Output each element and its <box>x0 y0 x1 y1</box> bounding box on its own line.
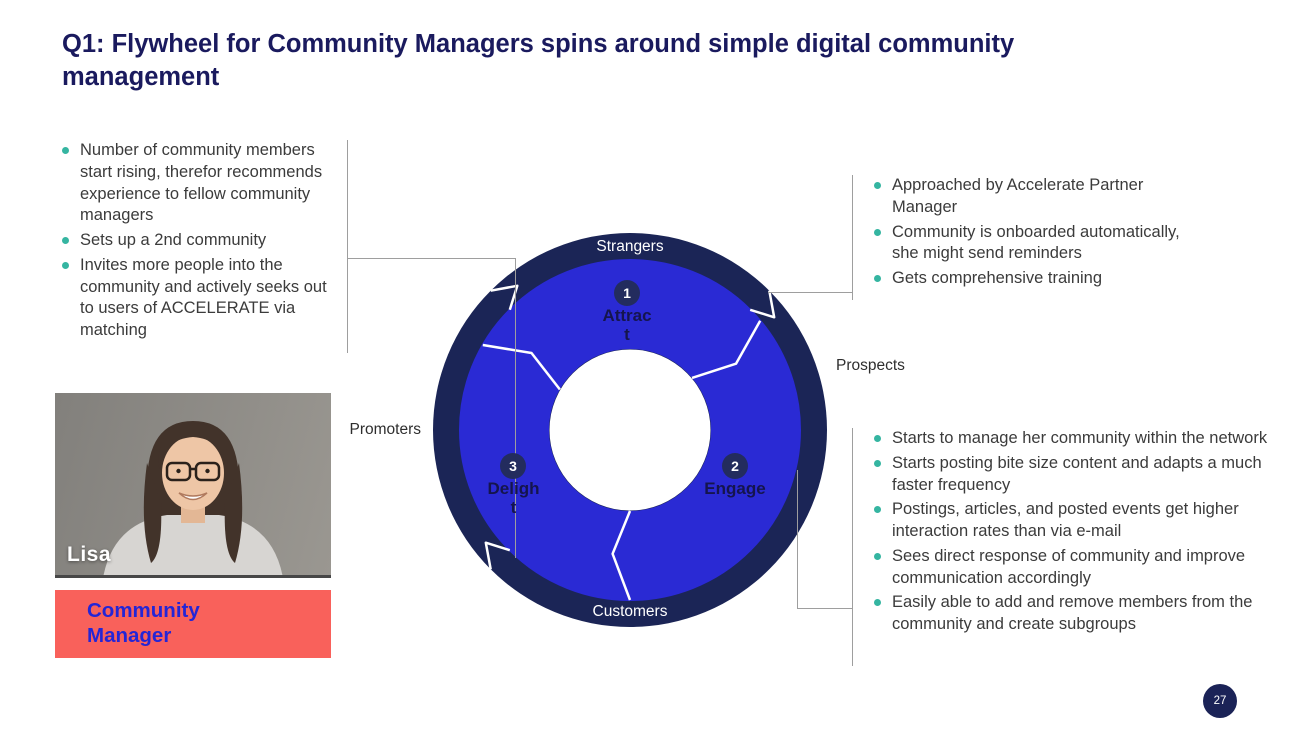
page-number-badge: 27 <box>1203 684 1237 718</box>
stage-number-badge: 3 <box>500 453 526 479</box>
connector-line <box>852 428 853 666</box>
bullet-dot-icon <box>874 459 881 467</box>
bullet-item: Gets comprehensive training <box>872 268 1182 290</box>
stage-label-attract: Attract <box>602 306 652 344</box>
bullet-dot-icon <box>874 182 881 189</box>
bullet-item: Number of community members start rising… <box>60 140 345 227</box>
bullet-text: Sets up a 2nd community <box>80 231 267 250</box>
ring-label-prospects: Prospects <box>836 357 905 374</box>
eye-shape <box>205 468 210 474</box>
connector-line <box>852 175 853 300</box>
bullet-item: Starts posting bite size content and ada… <box>872 453 1270 497</box>
flywheel-diagram <box>433 233 827 627</box>
persona-illustration <box>103 421 283 575</box>
connector-line <box>797 470 798 609</box>
bullet-dot-icon <box>62 147 69 154</box>
connector-line <box>347 140 348 353</box>
right-top-notes-list: Approached by Accelerate Partner Manager… <box>872 175 1182 293</box>
ring-label-promoters: Promoters <box>349 421 422 438</box>
ring-label-customers: Customers <box>592 603 668 620</box>
stage-label-delight: Delight <box>487 479 540 517</box>
glasses-icon <box>194 461 221 482</box>
stage-label-engage: Engage <box>704 479 766 498</box>
connector-line <box>347 258 515 259</box>
bullet-dot-icon <box>874 435 881 442</box>
bullet-item: Starts to manage her community within th… <box>872 428 1270 450</box>
persona-photo: Lisa <box>55 393 331 578</box>
bullet-text: Easily able to add and remove members fr… <box>892 593 1253 634</box>
hair-shape <box>158 423 228 469</box>
segment-divider <box>611 510 632 601</box>
connector-line <box>515 258 516 558</box>
segment-divider <box>482 343 561 391</box>
smile-shape <box>178 492 208 501</box>
glasses-icon <box>165 461 192 482</box>
rotation-chevron-icon <box>749 290 776 319</box>
left-notes-list: Number of community members start rising… <box>60 140 345 345</box>
bullet-item: Community is onboarded automatically, sh… <box>872 222 1182 266</box>
bullet-item: Approached by Accelerate Partner Manager <box>872 175 1182 219</box>
hair-shape <box>224 463 243 563</box>
role-label: Community Manager <box>87 599 200 647</box>
bullet-dot-icon <box>874 599 881 607</box>
eye-shape <box>176 468 181 474</box>
bullet-text: Postings, articles, and posted events ge… <box>892 500 1239 541</box>
bullet-item: Postings, articles, and posted events ge… <box>872 499 1270 543</box>
bullet-text: Approached by Accelerate Partner Manager <box>892 176 1144 216</box>
bullet-text: Community is onboarded automatically, sh… <box>892 222 1180 263</box>
sweater-shape <box>103 515 283 575</box>
hair-shape <box>143 463 162 563</box>
bullet-dot-icon <box>874 552 881 560</box>
bullet-dot-icon <box>874 275 881 283</box>
persona-name: Lisa <box>67 543 112 566</box>
connector-line <box>797 608 852 609</box>
bullet-text: Number of community members start rising… <box>80 141 323 225</box>
bullet-text: Sees direct response of community and im… <box>892 546 1246 587</box>
segment-divider <box>691 320 762 380</box>
connector-line <box>768 292 852 293</box>
rotation-chevron-icon <box>484 541 511 570</box>
stage-number-badge: 1 <box>614 280 640 306</box>
bullet-text: Starts to manage her community within th… <box>892 429 1268 447</box>
bullet-item: Sets up a 2nd community <box>60 230 345 252</box>
bullet-item: Sees direct response of community and im… <box>872 546 1270 590</box>
flywheel-center-hole <box>549 349 711 511</box>
right-bottom-notes-list: Starts to manage her community within th… <box>872 428 1270 639</box>
bullet-dot-icon <box>874 228 881 236</box>
slide-title: Q1: Flywheel for Community Managers spin… <box>62 30 1015 92</box>
rotation-chevron-icon <box>490 284 519 311</box>
stage-number-badge: 2 <box>722 453 748 479</box>
ring-label-strangers: Strangers <box>596 238 664 255</box>
bullet-dot-icon <box>62 237 69 245</box>
bullet-text: Starts posting bite size content and ada… <box>892 453 1262 494</box>
bullet-text: Gets comprehensive training <box>892 269 1103 288</box>
face-shape <box>162 436 224 510</box>
bullet-dot-icon <box>874 506 881 514</box>
role-box: Community Manager <box>55 590 331 658</box>
bullet-item: Invites more people into the community a… <box>60 255 345 342</box>
bullet-item: Easily able to add and remove members fr… <box>872 592 1270 636</box>
bullet-text: Invites more people into the community a… <box>80 255 327 340</box>
bullet-dot-icon <box>62 261 69 269</box>
